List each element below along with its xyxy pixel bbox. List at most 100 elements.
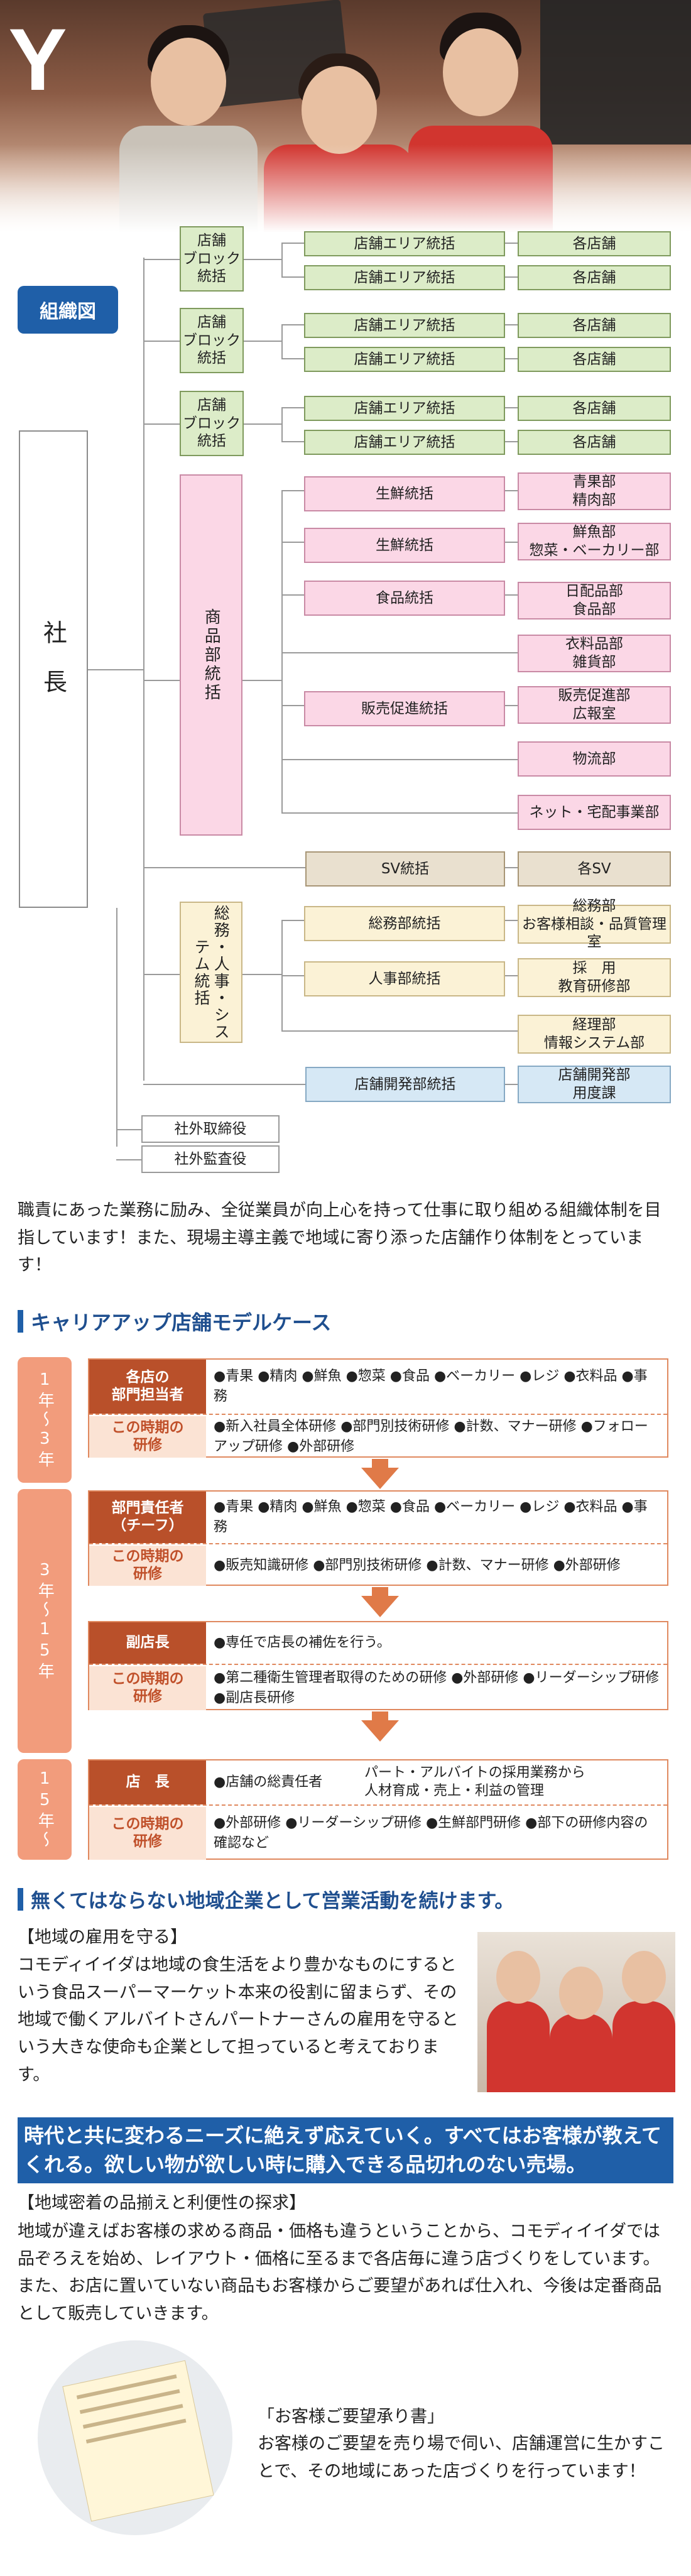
- career-role-label: 部門責任者 （チーフ）: [89, 1492, 206, 1543]
- connector: [242, 680, 281, 681]
- step-arrow-stem: [372, 1459, 388, 1469]
- products-dept-box: 日配品部 食品部: [518, 582, 671, 619]
- connector: [505, 324, 518, 325]
- career-step-box: 各店の 部門担当者●青果 ●精肉 ●鮮魚 ●惣菜 ●食品 ●ベーカリー ●レジ …: [88, 1358, 668, 1458]
- staff-face-2: [302, 66, 377, 154]
- outside-box: 社外取締役: [141, 1115, 280, 1143]
- connector: [281, 243, 283, 276]
- photo-staff-3: [612, 2001, 675, 2092]
- career-duties: ●店舗の総責任者: [214, 1774, 323, 1791]
- staff-photo: [477, 1932, 675, 2092]
- connector: [281, 1030, 518, 1032]
- request-card-photo: [38, 2340, 232, 2535]
- connector: [281, 920, 304, 921]
- connector: [116, 1129, 141, 1130]
- products-sub-box: 生鮮統括: [304, 528, 505, 563]
- career-training: ●第二種衛生管理者取得のための研修 ●外部研修 ●リーダーシップ研修 ●副店長研…: [214, 1670, 660, 1706]
- connector: [143, 867, 305, 868]
- admin-dept-box: 採 用 教育研修部: [518, 958, 671, 997]
- connector: [143, 259, 180, 260]
- company-logo: Y: [8, 10, 67, 109]
- connector: [281, 324, 283, 358]
- connector: [281, 441, 304, 442]
- career-training-label: この時期の 研修: [89, 1807, 206, 1860]
- products-dept-box: 物流部: [518, 741, 671, 777]
- career-training-label: この時期の 研修: [89, 1666, 206, 1710]
- area-manager-box: 店舗エリア統括: [304, 265, 505, 290]
- area-manager-box: 店舗エリア統括: [304, 347, 505, 372]
- heading-bar: [18, 1310, 23, 1333]
- heading-bar: [18, 1887, 23, 1911]
- photo-face-1: [496, 1951, 540, 2004]
- area-manager-box: 店舗エリア統括: [304, 430, 505, 455]
- store-box: 各店舗: [518, 265, 671, 290]
- connector: [281, 652, 518, 653]
- area-manager-box: 店舗エリア統括: [304, 231, 505, 256]
- career-duties: ●専任で店長の補佐を行う。: [214, 1635, 391, 1651]
- connector: [505, 243, 518, 244]
- connector: [505, 276, 518, 278]
- trunk-line: [143, 258, 144, 1081]
- career-step-box: 店 長●店舗の総責任者パート・アルバイトの採用業務から 人材育成・売上・利益の管…: [88, 1759, 668, 1860]
- store-box: 各店舗: [518, 430, 671, 455]
- products-label: 商品部統括: [180, 474, 242, 836]
- step-arrow-stem: [372, 1711, 388, 1722]
- connector: [143, 341, 180, 342]
- career-training-label: この時期の 研修: [89, 1416, 206, 1458]
- products-sub-box: 販売促進統括: [304, 691, 505, 726]
- needs-heading: 時代と共に変わるニーズに絶えず応えていく。すべてはお客様が教えてくれる。欲しい物…: [18, 2117, 673, 2183]
- connector: [143, 974, 180, 975]
- connector: [505, 1084, 518, 1085]
- community-body: コモディイイダは地域の食生活をより豊かなものにするという食品スーパーマーケット本…: [18, 1955, 459, 2085]
- connector: [281, 812, 518, 814]
- needs-body: 地域が違えばお客様の求める商品・価格も違うということから、コモディイイダでは品ぞ…: [18, 2222, 662, 2324]
- step-arrow-stem: [372, 1587, 388, 1597]
- connector: [281, 705, 304, 706]
- career-duties: ●青果 ●精肉 ●鮮魚 ●惣菜 ●食品 ●ベーカリー ●レジ ●衣料品 ●事務: [214, 1368, 648, 1404]
- career-training: ●新入社員全体研修 ●部門別技術研修 ●計数、マナー研修 ●フォローアップ研修 …: [214, 1419, 648, 1454]
- connector: [116, 1159, 141, 1160]
- products-dept-box: ネット・宅配事業部: [518, 795, 671, 830]
- hero-photo: Y: [0, 0, 691, 232]
- photo-face-2: [559, 1967, 603, 2019]
- products-dept-box: 鮮魚部 惣菜・ベーカリー部: [518, 523, 671, 560]
- band-label: 1年〜3年: [35, 1370, 55, 1470]
- connector: [505, 490, 518, 491]
- connector: [281, 324, 304, 325]
- career-duties-extra: パート・アルバイトの採用業務から 人材育成・売上・利益の管理: [364, 1765, 585, 1799]
- step-arrow-icon: [361, 1468, 399, 1489]
- connector: [505, 407, 518, 408]
- staff-face-1: [151, 38, 226, 126]
- connector: [263, 259, 281, 260]
- connector: [505, 358, 518, 359]
- community-heading: 無くてはならない地域企業として営業活動を続けます。: [18, 1885, 514, 1913]
- connector: [263, 423, 281, 425]
- connector: [281, 759, 518, 760]
- store-box: 各店舗: [518, 396, 671, 421]
- sv-box: SV統括: [305, 851, 505, 887]
- photo-staff-2: [550, 2014, 612, 2092]
- store-box: 各店舗: [518, 231, 671, 256]
- hero-fade: [0, 145, 691, 232]
- dev-box: 店舗開発部統括: [305, 1067, 505, 1102]
- connector: [143, 1084, 305, 1085]
- connector: [281, 594, 304, 596]
- connector: [281, 407, 283, 441]
- outside-trunk: [116, 908, 117, 1147]
- career-training-row: この時期の 研修●外部研修 ●リーダーシップ研修 ●生鮮部門研修 ●部下の研修内…: [89, 1807, 667, 1860]
- community-subtitle: 【地域の雇用を守る】: [18, 1928, 187, 1947]
- connector: [281, 975, 304, 976]
- connector: [244, 341, 263, 342]
- photo-face-3: [622, 1951, 666, 2004]
- products-sub-box: 食品統括: [304, 581, 505, 616]
- store-block-label: 店舗 ブロック 統括: [180, 226, 244, 292]
- connector: [281, 276, 304, 278]
- admin-dept-box: 経理部 情報システム部: [518, 1015, 671, 1054]
- connector: [505, 441, 518, 442]
- career-title: キャリアアップ店舗モデルケース: [31, 1311, 332, 1334]
- career-training-row: この時期の 研修●新入社員全体研修 ●部門別技術研修 ●計数、マナー研修 ●フォ…: [89, 1416, 667, 1458]
- chalkboard-right: [540, 0, 691, 145]
- admin-sub-box: 人事部統括: [304, 961, 505, 996]
- career-training-row: この時期の 研修●販売知識研修 ●部門別技術研修 ●計数、マナー研修 ●外部研修: [89, 1546, 667, 1586]
- career-training: ●販売知識研修 ●部門別技術研修 ●計数、マナー研修 ●外部研修: [214, 1558, 621, 1574]
